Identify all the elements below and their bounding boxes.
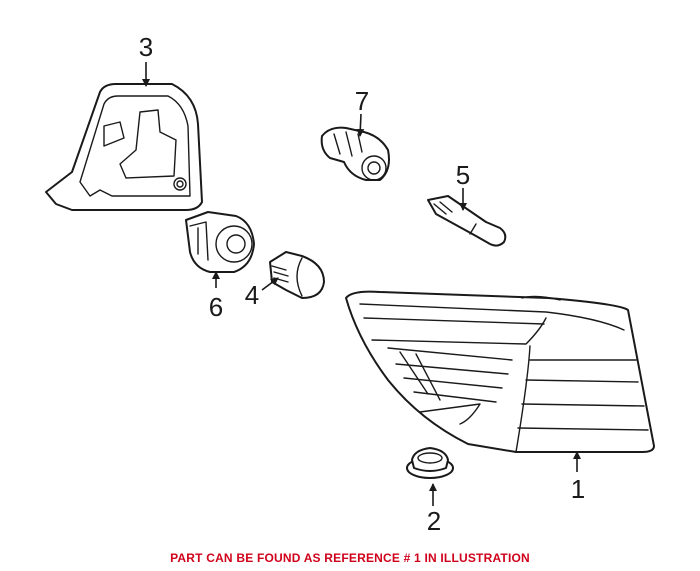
- socket-connector: [320, 126, 390, 181]
- leader-7: [356, 113, 365, 137]
- reference-note: PART CAN BE FOUND AS REFERENCE # 1 IN IL…: [170, 551, 530, 565]
- callout-5: 5: [456, 160, 470, 190]
- grommet: [406, 447, 454, 479]
- tail-lamp-assembly: [345, 290, 655, 453]
- callout-1: 1: [571, 474, 585, 504]
- callout-4: 4: [245, 280, 259, 310]
- pin-bulb: [427, 195, 507, 247]
- callout-2: 2: [427, 506, 441, 536]
- bulb: [269, 251, 325, 299]
- lamp-cover-panel: [45, 83, 203, 211]
- leader-4: [261, 277, 279, 291]
- callout-7: 7: [355, 86, 369, 116]
- callout-6: 6: [209, 292, 223, 322]
- leader-lines: [142, 62, 581, 506]
- callout-3: 3: [139, 32, 153, 62]
- bulb-socket: [185, 211, 255, 273]
